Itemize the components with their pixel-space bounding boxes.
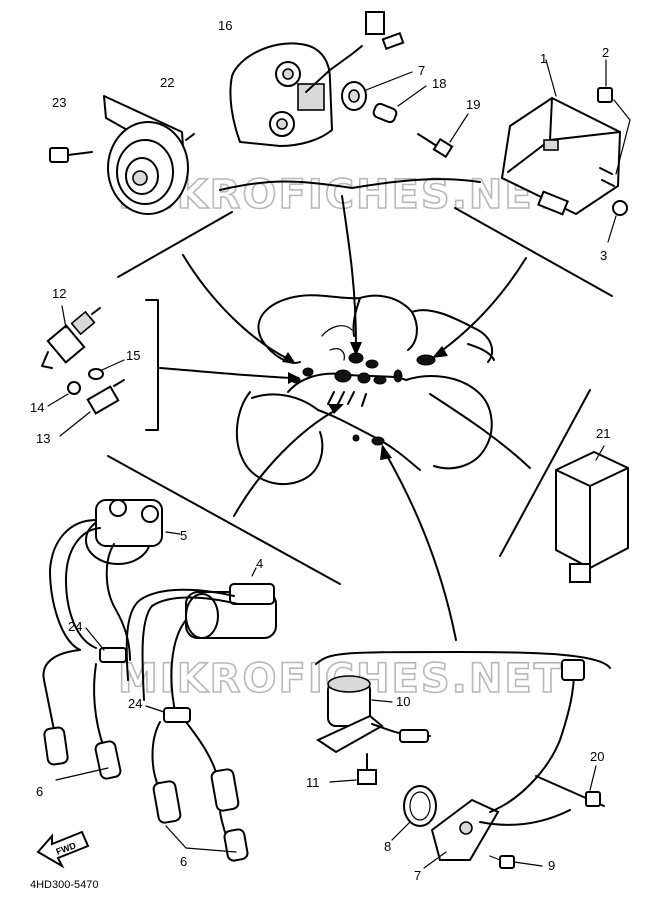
callout-8: 8: [384, 839, 391, 854]
callout-4: 4: [256, 556, 263, 571]
pickup-assembly-part-16: [229, 11, 405, 148]
callout-20: 20: [590, 749, 604, 764]
callout-21: 21: [596, 426, 610, 441]
callout-15: 15: [126, 348, 140, 363]
relay-part-21: [555, 445, 629, 583]
callout-3: 3: [600, 248, 607, 263]
callout-10: 10: [396, 694, 410, 709]
callout-6b: 6: [180, 854, 187, 869]
callout-18: 18: [432, 76, 446, 91]
plug-caps-part-6: [42, 649, 249, 862]
callout-2: 2: [602, 45, 609, 60]
callout-24b: 24: [128, 696, 142, 711]
callout-11: 11: [306, 775, 320, 790]
bolt-part-2: [597, 59, 631, 175]
motorcycle-frame-outline: [235, 294, 495, 486]
sending-unit-part-10: [315, 675, 431, 754]
bolt-part-11: [329, 753, 377, 785]
sensor-part-13: [59, 379, 125, 437]
callout-19: 19: [466, 97, 480, 112]
callout-22: 22: [160, 75, 174, 90]
bolt-part-23: [49, 147, 93, 163]
callout-9: 9: [548, 858, 555, 873]
band-part-20: [535, 765, 605, 807]
callout-14: 14: [30, 400, 44, 415]
callout-7b: 7: [414, 868, 421, 883]
clamp-part-24-lower: [145, 705, 191, 723]
callout-13: 13: [36, 431, 50, 446]
watermark-top: MIKROFICHES.NET: [118, 172, 563, 218]
sensor-part-12: [41, 305, 101, 369]
leader-lines: [159, 195, 531, 641]
callout-6a: 6: [36, 784, 43, 799]
washer-part-15: [88, 359, 125, 380]
central-component-locations: [291, 352, 436, 446]
callout-24a: 24: [68, 619, 82, 634]
bolt-part-3: [607, 200, 628, 243]
group-brackets: [107, 178, 613, 669]
diagram-code: 4HD300-5470: [30, 879, 99, 891]
bolt-part-19: [417, 113, 469, 159]
ignition-coil-part-5: [49, 499, 181, 661]
callout-numbers: 1 2 3 4 5 6 6 7 7 8 9 10 11 12 13 14 15 …: [30, 18, 610, 883]
horn-part-22: [103, 95, 195, 215]
forward-arrow: FWD: [36, 830, 90, 869]
callout-23: 23: [52, 95, 66, 110]
callout-5: 5: [180, 528, 187, 543]
screw-part-14: [47, 381, 81, 407]
clamp-part-24-upper: [85, 627, 127, 663]
grommet-part-7-top: [341, 71, 413, 111]
collar-part-18: [372, 85, 427, 124]
callout-16: 16: [218, 18, 232, 33]
callout-7a: 7: [418, 63, 425, 78]
o-ring-part-8: [391, 785, 437, 841]
switch-part-7-bottom: [423, 659, 585, 869]
callout-12: 12: [52, 286, 66, 301]
callout-1: 1: [540, 51, 547, 66]
ignition-coil-part-4: [125, 567, 277, 717]
cdi-unit-part-1: [500, 59, 622, 216]
screw-part-9: [489, 855, 543, 869]
